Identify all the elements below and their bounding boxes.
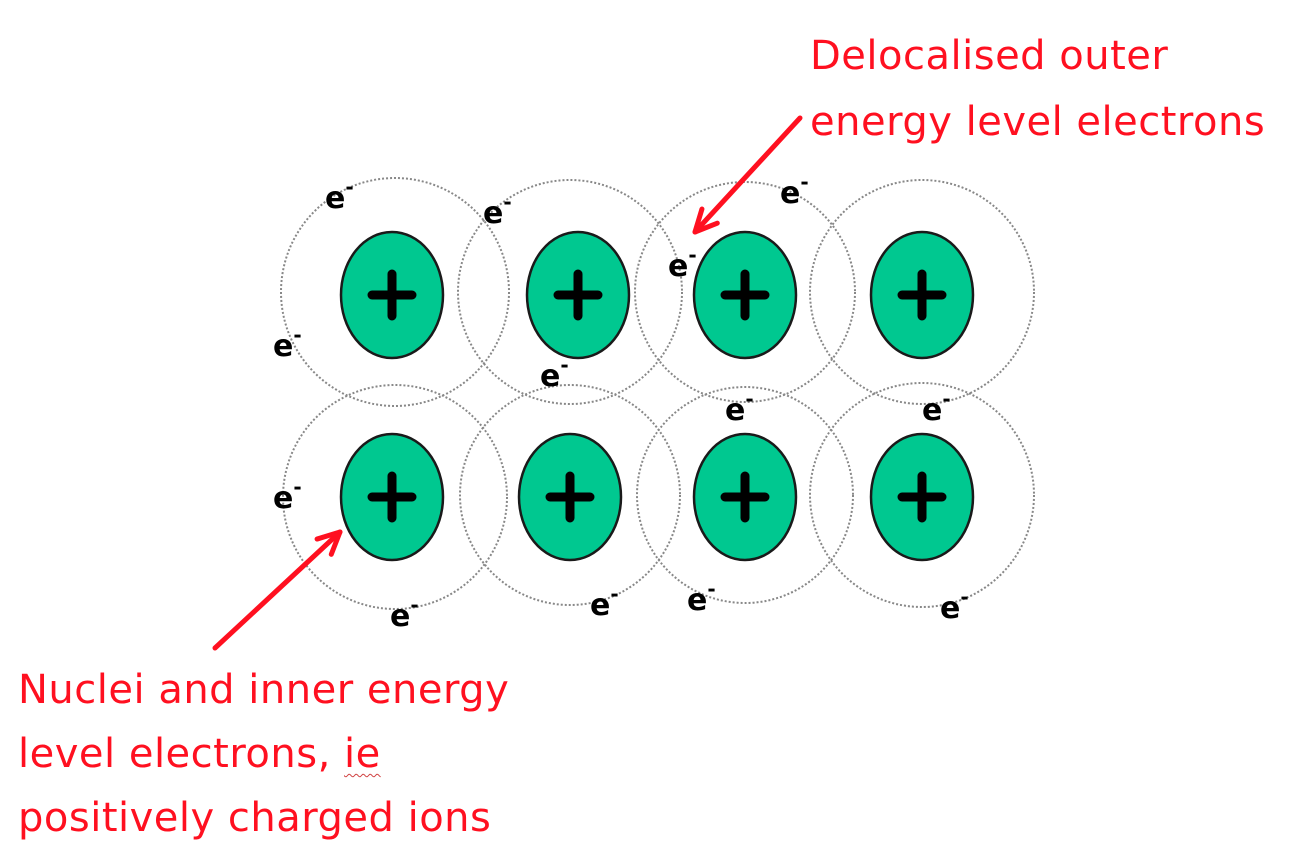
orbit-ring: [634, 181, 856, 403]
plus-sign: [367, 471, 417, 523]
orbit-ring: [457, 179, 683, 405]
plus-sign: [367, 269, 417, 321]
label-text: level electrons,: [18, 731, 344, 777]
positive-ion: [869, 432, 975, 562]
orbit-ring: [282, 384, 508, 610]
label-line: energy level electrons: [810, 99, 1266, 145]
positive-ion: [517, 432, 623, 562]
label-line: level electrons, ie: [18, 726, 509, 782]
electron-label: e-: [590, 582, 619, 623]
positive-ion: [692, 230, 798, 360]
ions: [339, 230, 975, 562]
electron-label: e-: [725, 387, 754, 428]
pointer-arrow: [692, 115, 803, 235]
label-line: Nuclei and inner energy: [18, 667, 510, 713]
orbit-ring: [459, 384, 681, 606]
electrons: e-e-e-e-e-e-e-e-e-e-e-e-e-: [273, 170, 969, 634]
label-text-spellcheck: ie: [344, 731, 381, 777]
positive-ion: [692, 432, 798, 562]
positive-ion: [339, 432, 445, 562]
electron-label: e-: [483, 190, 512, 231]
positive-ion: [525, 230, 631, 360]
electron-label: e-: [922, 387, 951, 428]
plus-sign: [553, 269, 603, 321]
delocalised-electrons-label: Delocalised outer energy level electrons: [810, 28, 1265, 150]
orbits: [280, 177, 1035, 610]
orbit-ring: [636, 386, 854, 604]
orbit-ring: [280, 177, 510, 407]
positive-ion: [869, 230, 975, 360]
positive-ion: [339, 230, 445, 360]
electron-label: e-: [780, 170, 809, 211]
electron-label: e-: [540, 353, 569, 394]
plus-sign: [897, 471, 947, 523]
electron-label: e-: [668, 243, 697, 284]
arrows: [212, 115, 803, 651]
ions-label: Nuclei and inner energy level electrons,…: [18, 662, 509, 846]
plus-sign: [545, 471, 595, 523]
pointer-arrow: [212, 529, 343, 651]
plus-sign: [720, 471, 770, 523]
electron-label: e-: [940, 585, 969, 626]
label-line: Delocalised outer: [810, 33, 1169, 79]
electron-label: e-: [325, 175, 354, 216]
orbit-ring: [809, 179, 1035, 405]
label-line: positively charged ions: [18, 795, 492, 841]
orbit-ring: [809, 382, 1035, 608]
electron-label: e-: [273, 323, 302, 364]
plus-sign: [720, 269, 770, 321]
electron-label: e-: [273, 475, 302, 516]
electron-label: e-: [687, 577, 716, 618]
plus-sign: [897, 269, 947, 321]
electron-label: e-: [390, 593, 419, 634]
